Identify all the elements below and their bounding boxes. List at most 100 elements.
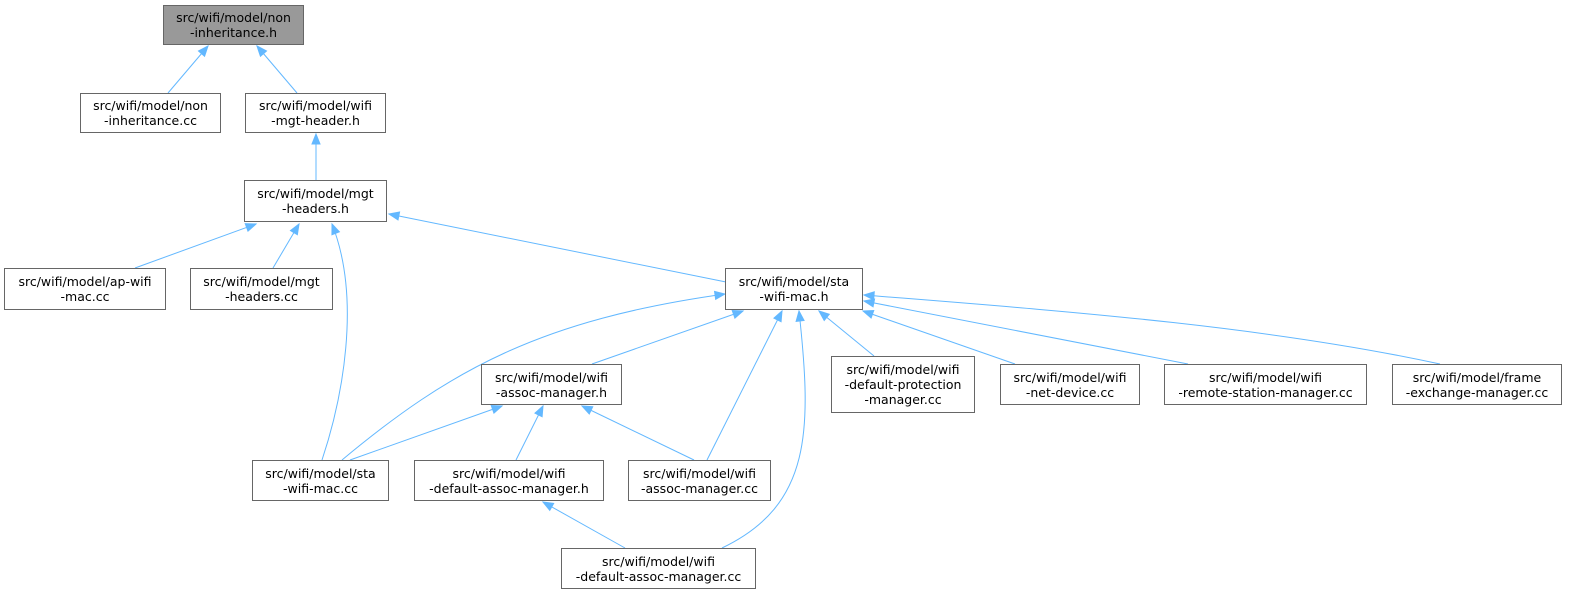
edge-arrowhead [861,309,875,319]
node-label-line: src/wifi/model/wifi [643,465,756,481]
node-label-line: src/wifi/model/non [93,98,208,113]
edge-arrowhead [795,309,805,322]
node-label-line: -headers.cc [225,289,298,304]
node-label-line: -inheritance.cc [104,113,197,128]
edge-line [818,310,875,357]
node-label-line: src/wifi/model/wifi [259,98,372,113]
node-label-line: src/wifi/model/wifi [495,369,608,385]
edge-def_prot-to-sta_h [817,310,875,357]
edge-arrowhead [580,405,594,415]
node-label-line: src/wifi/model/mgt [257,186,374,201]
node-label-line: -default-assoc-manager.h [429,480,589,496]
edge-arrowhead [541,501,555,512]
edge-def_assoc_h-to-assoc_h [515,404,544,461]
node-label-line: src/wifi/model/non [176,10,291,25]
node-wifi-net-device-cc[interactable]: src/wifi/model/wifi -net-device.cc [1000,364,1140,405]
node-label-line: -inheritance.h [189,25,278,40]
edge-ap_wifi-to-mgt_headers [134,223,258,269]
edge-def_assoc_cc-to-sta_h [721,309,806,549]
node-wifi-default-assoc-manager-cc[interactable]: src/wifi/model/wifi -default-assoc-manag… [561,548,756,589]
edge-arrowhead [862,298,876,308]
edge-def_assoc_cc-to-def_assoc_h [541,501,626,549]
edge-arrowhead [490,405,504,414]
node-wifi-default-protection-manager-cc[interactable]: src/wifi/model/wifi -default-protection … [831,356,975,413]
edge-frame-to-sta_h [862,291,1441,365]
edge-sta_cc-to-sta_h [341,290,727,461]
node-label-line: src/wifi/model/wifi [452,465,566,481]
edge-line [341,293,726,461]
edge-line [321,223,348,461]
node-label-line: -headers.h [282,201,349,216]
edge-arrowhead [311,132,321,145]
node-non-inheritance-cc[interactable]: src/wifi/model/non -inheritance.cc [80,93,221,133]
node-label-line: -assoc-manager.h [495,384,608,400]
edge-arrowhead [289,222,300,236]
edge-line [862,310,1016,365]
node-frame-exchange-manager-cc[interactable]: src/wifi/model/frame -exchange-manager.c… [1392,364,1562,405]
edge-line [581,405,695,461]
edge-arrowhead [534,404,544,418]
edge-line [591,310,744,365]
node-label-line: -assoc-manager.cc [641,480,758,496]
edge-line [863,294,1441,365]
edge-sta_h-to-mgt_headers [387,211,727,283]
node-label-line: src/wifi/model/wifi [1013,369,1127,385]
node-label-line: src/wifi/model/sta [265,465,376,481]
node-wifi-remote-station-manager-cc[interactable]: src/wifi/model/wifi -remote-station-mana… [1164,364,1367,405]
node-label-line: -default-assoc-manager.cc [575,568,742,584]
edge-sta_cc-to-mgt_headers [321,222,348,461]
edge-line [349,405,503,461]
edge-net_dev-to-sta_h [861,309,1016,365]
node-label-line: src/wifi/model/sta [738,274,850,289]
edge-line [388,213,727,283]
node-label-line: src/wifi/model/ap-wifi [18,274,152,289]
node-label-line: -mac.cc [60,289,110,304]
edge-line [706,310,783,461]
node-label-line: src/wifi/model/wifi [1209,369,1322,385]
node-label-line: -wifi-mac.h [759,289,829,304]
node-label-line: -manager.cc [864,392,942,407]
node-label-line: src/wifi/model/frame [1412,369,1542,385]
edge-arrowhead [244,223,258,233]
node-label-line: -remote-station-manager.cc [1178,384,1353,400]
edge-arrowhead [773,309,783,323]
edge-arrowhead [731,310,745,319]
edge-noninh_cc-to-noninh_h [167,44,209,94]
edge-arrowhead [817,310,831,322]
edge-mgt_headers-to-mgt_header [311,132,321,180]
edge-line [721,310,806,549]
node-label-line: src/wifi/model/wifi [846,362,960,377]
edge-arrowhead [387,211,401,221]
node-label-line: src/wifi/model/wifi [602,553,715,569]
node-wifi-assoc-manager-cc[interactable]: src/wifi/model/wifi -assoc-manager.cc [628,460,771,501]
edge-arrowhead [862,291,875,301]
node-sta-wifi-mac-h[interactable]: src/wifi/model/sta -wifi-mac.h [725,268,863,310]
edge-line [863,300,1189,365]
edge-arrowhead [256,44,268,58]
node-mgt-headers-cc[interactable]: src/wifi/model/mgt -headers.cc [190,268,333,310]
node-label-line: -wifi-mac.cc [282,480,359,496]
node-non-inheritance-h: src/wifi/model/non -inheritance.h [163,5,304,45]
node-sta-wifi-mac-cc[interactable]: src/wifi/model/sta -wifi-mac.cc [252,460,389,501]
edge-arrowhead [197,44,209,58]
node-label-line: -default-protection [844,377,962,392]
edge-assoc_cc-to-assoc_h [580,405,695,461]
node-label-line: -net-device.cc [1025,384,1115,400]
edge-assoc_h-to-sta_h [591,310,745,365]
node-mgt-headers-h[interactable]: src/wifi/model/mgt -headers.h [244,180,387,222]
edge-arrowhead [331,222,341,236]
node-wifi-assoc-manager-h[interactable]: src/wifi/model/wifi -assoc-manager.h [481,364,622,405]
node-label-line: -exchange-manager.cc [1405,384,1549,400]
node-wifi-mgt-header-h[interactable]: src/wifi/model/wifi -mgt-header.h [245,93,386,133]
edge-line [134,223,257,269]
node-label-line: src/wifi/model/mgt [203,274,320,289]
edge-remote-to-sta_h [862,298,1189,365]
edge-sta_cc-to-assoc_h [349,405,504,461]
node-wifi-default-assoc-manager-h[interactable]: src/wifi/model/wifi -default-assoc-manag… [414,460,604,501]
node-ap-wifi-mac-cc[interactable]: src/wifi/model/ap-wifi -mac.cc [4,268,166,310]
edge-line [542,501,626,549]
edge-assoc_cc-to-sta_h [706,309,783,461]
edge-mgt_headers_cc-to-mgt_headers [272,222,300,269]
edge-arrowhead [713,290,727,301]
